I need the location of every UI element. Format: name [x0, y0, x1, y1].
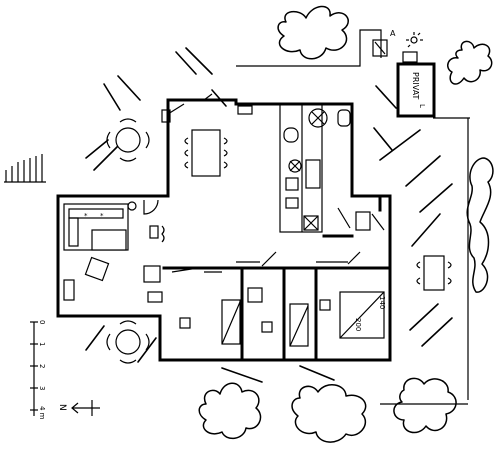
outdoor-table-north [106, 118, 150, 162]
sun-icon [410, 36, 418, 44]
entry-cabinet [161, 109, 171, 123]
fireplace-icon [127, 201, 137, 211]
chair-small [149, 225, 159, 239]
shrub-northeast [447, 40, 493, 85]
kitchen-sink [285, 177, 299, 191]
annex-cabinet [402, 51, 418, 63]
gate-letter: A [390, 29, 396, 38]
compass-north-label: N [57, 404, 67, 411]
shower-icon [337, 109, 351, 127]
outdoor-table-east [416, 255, 452, 291]
shrub-north [277, 5, 349, 60]
svg-text:*: * [84, 212, 88, 220]
wardrobe-2 [247, 287, 263, 303]
gate-area: A [372, 29, 423, 57]
annex-mark: L [418, 104, 426, 108]
scale-tick-0: 0 [38, 320, 46, 324]
fence-line [236, 29, 382, 67]
entry-closet [355, 211, 371, 231]
scale-tick-1: 1 [38, 342, 46, 346]
oven-icon [305, 159, 321, 189]
dining-table [191, 129, 221, 177]
kitchen-counter [279, 103, 323, 233]
dining-chairs [184, 137, 228, 169]
annex-building: PRIVAT L [396, 51, 436, 118]
nightstand-1 [179, 317, 191, 329]
kitchen-cupboard [237, 105, 253, 115]
nightstand-3 [319, 299, 331, 311]
sunbed-east [411, 213, 441, 247]
coffee-table [91, 229, 127, 251]
living-room: * * [63, 199, 165, 303]
shrub-south-2 [291, 384, 367, 443]
stove-icon [143, 265, 161, 283]
sink-icon [308, 108, 328, 128]
nightstand-2 [261, 321, 273, 333]
sofa-corner-inner [68, 208, 124, 219]
bedrooms: 140 200 [162, 251, 392, 362]
scale-tick-2: 2 [38, 364, 46, 368]
scale-bar: 0 1 2 3 4 m [30, 320, 46, 420]
compass: N [57, 400, 100, 416]
stove-burner [288, 159, 302, 173]
shrubs [198, 5, 494, 443]
fridge-icon [303, 215, 319, 231]
lamp-table [147, 291, 163, 303]
site-context [236, 29, 470, 405]
annex-label: PRIVAT [411, 72, 420, 100]
dining-area [161, 93, 253, 177]
shrub-south-1 [198, 382, 262, 440]
bed-label-1: 140 [378, 296, 386, 309]
scale-tick-4: 4 m [38, 406, 46, 420]
annex-walls [396, 62, 436, 118]
shrub-southeast [393, 377, 457, 434]
doorswing-living [143, 199, 159, 215]
scale-tick-3: 3 [38, 386, 46, 390]
gate-box [372, 39, 388, 57]
toilet-icon [283, 127, 299, 143]
bed-label-2: 200 [354, 318, 362, 331]
kitchen-bath [279, 103, 351, 233]
bath-cabinet [285, 197, 299, 209]
stairs-icon [4, 154, 46, 183]
svg-text:*: * [100, 212, 104, 220]
armchair [84, 256, 110, 282]
shrub-east [466, 157, 494, 293]
hallway [322, 207, 385, 238]
living-cabinet [63, 279, 75, 301]
terrace-hatching [85, 47, 453, 383]
outdoor-table-south [106, 320, 150, 364]
